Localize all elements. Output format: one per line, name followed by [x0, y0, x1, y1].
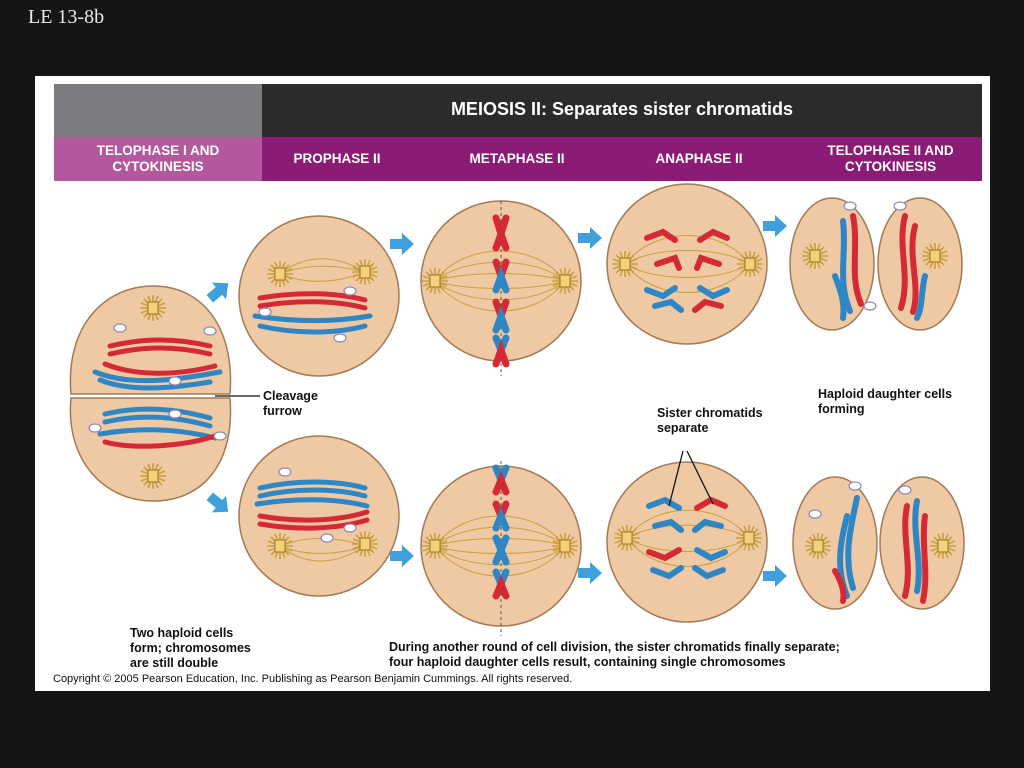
metaphase-ii-bottom-cell [420, 461, 582, 636]
copyright: Copyright © 2005 Pearson Education, Inc.… [53, 673, 573, 685]
slide-label: LE 13-8b [28, 6, 105, 28]
telophase-i-bottom-cell [69, 397, 232, 502]
phase-anaphase-ii: ANAPHASE II [655, 151, 743, 166]
header-spacer [54, 84, 262, 137]
arrow-right-icon [578, 227, 602, 249]
phase-metaphase-ii: METAPHASE II [469, 151, 565, 166]
phase-highlight [54, 137, 262, 181]
phase-prophase-ii: PROPHASE II [293, 151, 381, 166]
label-sister-chromatids: Sister chromatids separate [657, 406, 763, 435]
arrow-right-icon [578, 562, 602, 584]
figure-panel: MEIOSIS II: Separates sister chromatids … [35, 76, 990, 691]
anaphase-ii-bottom-cell [606, 450, 768, 623]
phase-row: TELOPHASE I AND CYTOKINESIS PROPHASE II … [54, 137, 982, 181]
sister-chromatids-pointer [686, 450, 714, 505]
phase-telophase-i: TELOPHASE I AND CYTOKINESIS [96, 143, 220, 174]
arrow-right-icon [763, 215, 787, 237]
label-cleavage-furrow: Cleavage furrow [263, 389, 318, 418]
label-two-haploid-cells: Two haploid cells form; chromosomes are … [130, 626, 251, 670]
arrow-right-icon [390, 233, 414, 255]
telophase-ii-top-cells [789, 197, 963, 331]
anaphase-ii-top-cell [606, 183, 768, 345]
caption: During another round of cell division, t… [389, 640, 840, 669]
metaphase-ii-top-cell [420, 200, 582, 376]
telophase-ii-bottom-cells [792, 476, 965, 610]
label-haploid-daughter-cells: Haploid daughter cells forming [818, 387, 953, 416]
arrow-up-right-icon [202, 274, 236, 308]
sister-chromatids-pointer [668, 450, 684, 507]
header-title: MEIOSIS II: Separates sister chromatids [450, 99, 794, 119]
arrow-right-icon [390, 545, 414, 567]
telophase-i-top-cell [69, 285, 232, 395]
meiosis-diagram [69, 183, 965, 636]
prophase-ii-top-cell [238, 215, 400, 377]
arrow-right-icon [763, 565, 787, 587]
phase-telophase-ii: TELOPHASE II AND CYTOKINESIS [827, 143, 954, 174]
prophase-ii-bottom-cell [238, 435, 400, 597]
header-bar: MEIOSIS II: Separates sister chromatids [262, 84, 982, 137]
arrow-down-right-icon [202, 487, 236, 521]
